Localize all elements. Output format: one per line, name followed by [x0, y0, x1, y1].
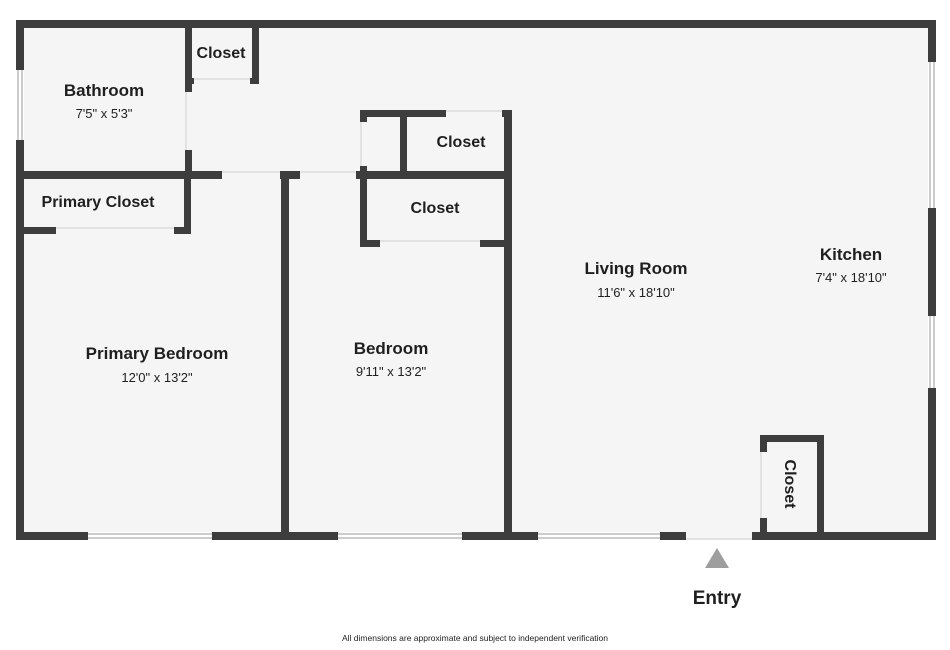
kitchen-dims: 7'4" x 18'10"	[815, 270, 887, 285]
closet-top-wall-right	[252, 24, 259, 84]
primary-closet-wall-right	[184, 176, 191, 234]
closet-mid-wall-top	[360, 110, 512, 117]
bathroom-dims: 7'5" x 5'3"	[76, 106, 133, 121]
outer-wall-left	[16, 20, 24, 540]
outer-wall-right	[928, 20, 936, 540]
bedroom-wall-right	[504, 110, 512, 536]
bedroom-name: Bedroom	[354, 339, 429, 358]
door-openings	[56, 78, 767, 540]
windows	[16, 62, 936, 540]
closet-mid-upper-name: Closet	[437, 134, 487, 151]
disclaimer-text: All dimensions are approximate and subje…	[341, 633, 609, 643]
bedroom-wall-left	[281, 171, 289, 536]
closet-entry-wall-top	[760, 435, 824, 442]
living-room-name: Living Room	[585, 259, 688, 278]
kitchen-name: Kitchen	[820, 245, 882, 264]
entry-arrow-icon	[705, 548, 729, 568]
bathroom-name: Bathroom	[64, 81, 144, 100]
outer-wall-top	[16, 20, 936, 28]
primary-closet-name: Primary Closet	[42, 194, 156, 211]
primary-bedroom-name: Primary Bedroom	[86, 344, 229, 363]
closet-mid-wall-left	[360, 110, 367, 246]
closet-entry-name: Closet	[781, 460, 798, 510]
living-room-dims: 11'6" x 18'10"	[597, 285, 675, 300]
closet-top-name: Closet	[197, 45, 247, 62]
outer-wall-bottom	[16, 532, 936, 540]
closet-mid-wall-divider	[400, 110, 407, 174]
closet-mid-lower-name: Closet	[411, 200, 461, 217]
bedroom-dims: 9'11" x 13'2"	[356, 364, 427, 379]
entry-label: Entry	[693, 588, 742, 609]
closet-entry-wall-right	[817, 435, 824, 535]
floor-area	[20, 24, 932, 535]
primary-bedroom-dims: 12'0" x 13'2"	[121, 370, 193, 385]
